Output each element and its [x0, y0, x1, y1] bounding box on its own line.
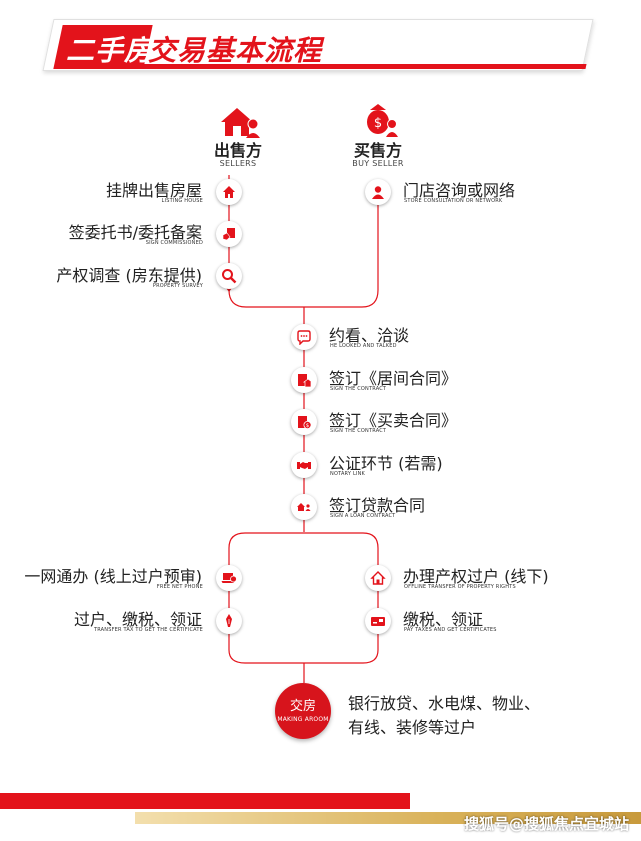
seller-step-sub: LISTING HOUSE — [161, 198, 203, 204]
final-desc-line1: 银行放贷、水电煤、物业、 — [348, 694, 541, 713]
offline-step-sub: OFFLINE TRANSFER OF PROPERTY RIGHTS — [404, 584, 516, 590]
svg-text:$: $ — [374, 116, 382, 131]
buyer-step-sub: STORE CONSULTATION OR NETWORK — [404, 198, 503, 204]
svg-text:$: $ — [306, 423, 310, 429]
seller-step-label: 挂牌出售房屋 — [105, 181, 202, 200]
online-step-label: 一网通办 (线上过户预审) — [24, 567, 202, 586]
buyers-subtitle: BUY SELLER — [352, 159, 404, 168]
buyer-step-label: 门店咨询或网络 — [403, 181, 516, 200]
magnifier-icon — [216, 263, 242, 289]
main-step-sub: SIGN THE CONTRACT — [330, 428, 387, 434]
seller-step-sub: SIGN COMMISSIONED — [145, 240, 203, 246]
page-title-part2: 交易基本流程 — [148, 34, 323, 67]
page-title-part1: 二手房 — [66, 34, 154, 67]
seller-step-label: 产权调查 (房东提供) — [56, 266, 202, 285]
main-step-label: 约看、洽谈 — [329, 326, 410, 345]
main-step-label: 公证环节 (若需) — [329, 454, 443, 473]
offline-step-label: 办理产权过户 (线下) — [403, 567, 549, 586]
offline-step-label: 缴税、领证 — [403, 610, 484, 629]
main-step-label: 签订《居间合同》 — [329, 369, 458, 388]
online-step-sub: FREE NET PHONE — [156, 584, 203, 590]
footer-red-bar — [0, 793, 410, 809]
house-icon — [216, 179, 242, 205]
main-step-label: 签订《买卖合同》 — [329, 411, 458, 430]
money-bag-person-icon: $ — [356, 102, 400, 138]
main-step-label: 签订贷款合同 — [329, 496, 426, 515]
seller-step-sub: PROPERTY SURVEY — [152, 283, 203, 289]
house-person-icon — [217, 104, 261, 140]
house-people-icon — [291, 494, 317, 520]
watermark: 搜狐号@搜狐焦点宜城站 — [463, 815, 629, 833]
main-step-sub: HE LOOKED AND TALKED — [330, 343, 397, 349]
document-hand-icon — [216, 221, 242, 247]
sellers-subtitle: SELLERS — [219, 159, 257, 168]
house-outline-icon — [365, 565, 391, 591]
person-icon — [365, 179, 391, 205]
pen-icon — [216, 608, 242, 634]
main-step-sub: SIGN THE CONTRACT — [330, 386, 387, 392]
seller-step-label: 签委托书/委托备案 — [68, 223, 202, 242]
sellers-title: 出售方 — [213, 141, 262, 160]
contract-house-icon — [291, 367, 317, 393]
offline-step-sub: PAY TAXES AND GET CERTIFICATES — [404, 627, 497, 633]
main-step-sub: NOTARY LINK — [330, 471, 366, 477]
online-step-sub: TRANSFER TAX TO GET THE CERTIFICATE — [93, 627, 203, 633]
online-step-label: 过户、缴税、领证 — [73, 610, 202, 629]
laptop-icon — [216, 565, 242, 591]
final-step-title: 交房 — [289, 699, 316, 714]
footer-gold-bar — [135, 812, 641, 824]
final-step-sub: MAKING AROOM — [277, 716, 329, 723]
contract-money-icon: $ — [291, 409, 317, 435]
final-desc-line2: 有线、装修等过户 — [348, 718, 477, 737]
card-icon — [365, 608, 391, 634]
handshake-icon — [291, 452, 317, 478]
chat-bubble-icon — [291, 324, 317, 350]
final-step-circle: 交房 MAKING AROOM — [275, 683, 331, 739]
main-step-sub: SIGN A LOAN CONTRACT — [330, 513, 396, 519]
buyers-title: 买售方 — [353, 141, 402, 160]
